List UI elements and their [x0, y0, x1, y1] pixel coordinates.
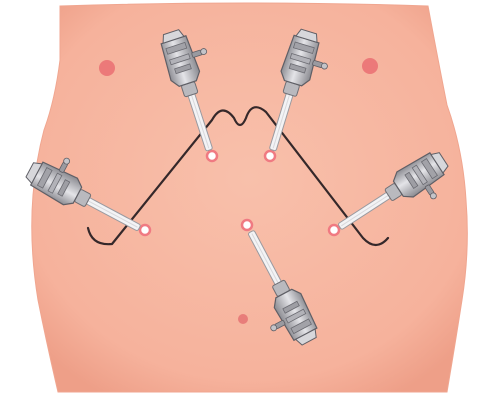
abdomen-skin — [32, 3, 468, 392]
port-lateral-right — [329, 225, 339, 235]
port-lateral-left — [140, 225, 150, 235]
port-upper-right — [265, 151, 275, 161]
port-upper-left — [207, 151, 217, 161]
marker-lower-center — [238, 314, 248, 324]
marker-right-upper — [362, 58, 378, 74]
port-center — [242, 220, 252, 230]
marker-left-upper — [99, 60, 115, 76]
